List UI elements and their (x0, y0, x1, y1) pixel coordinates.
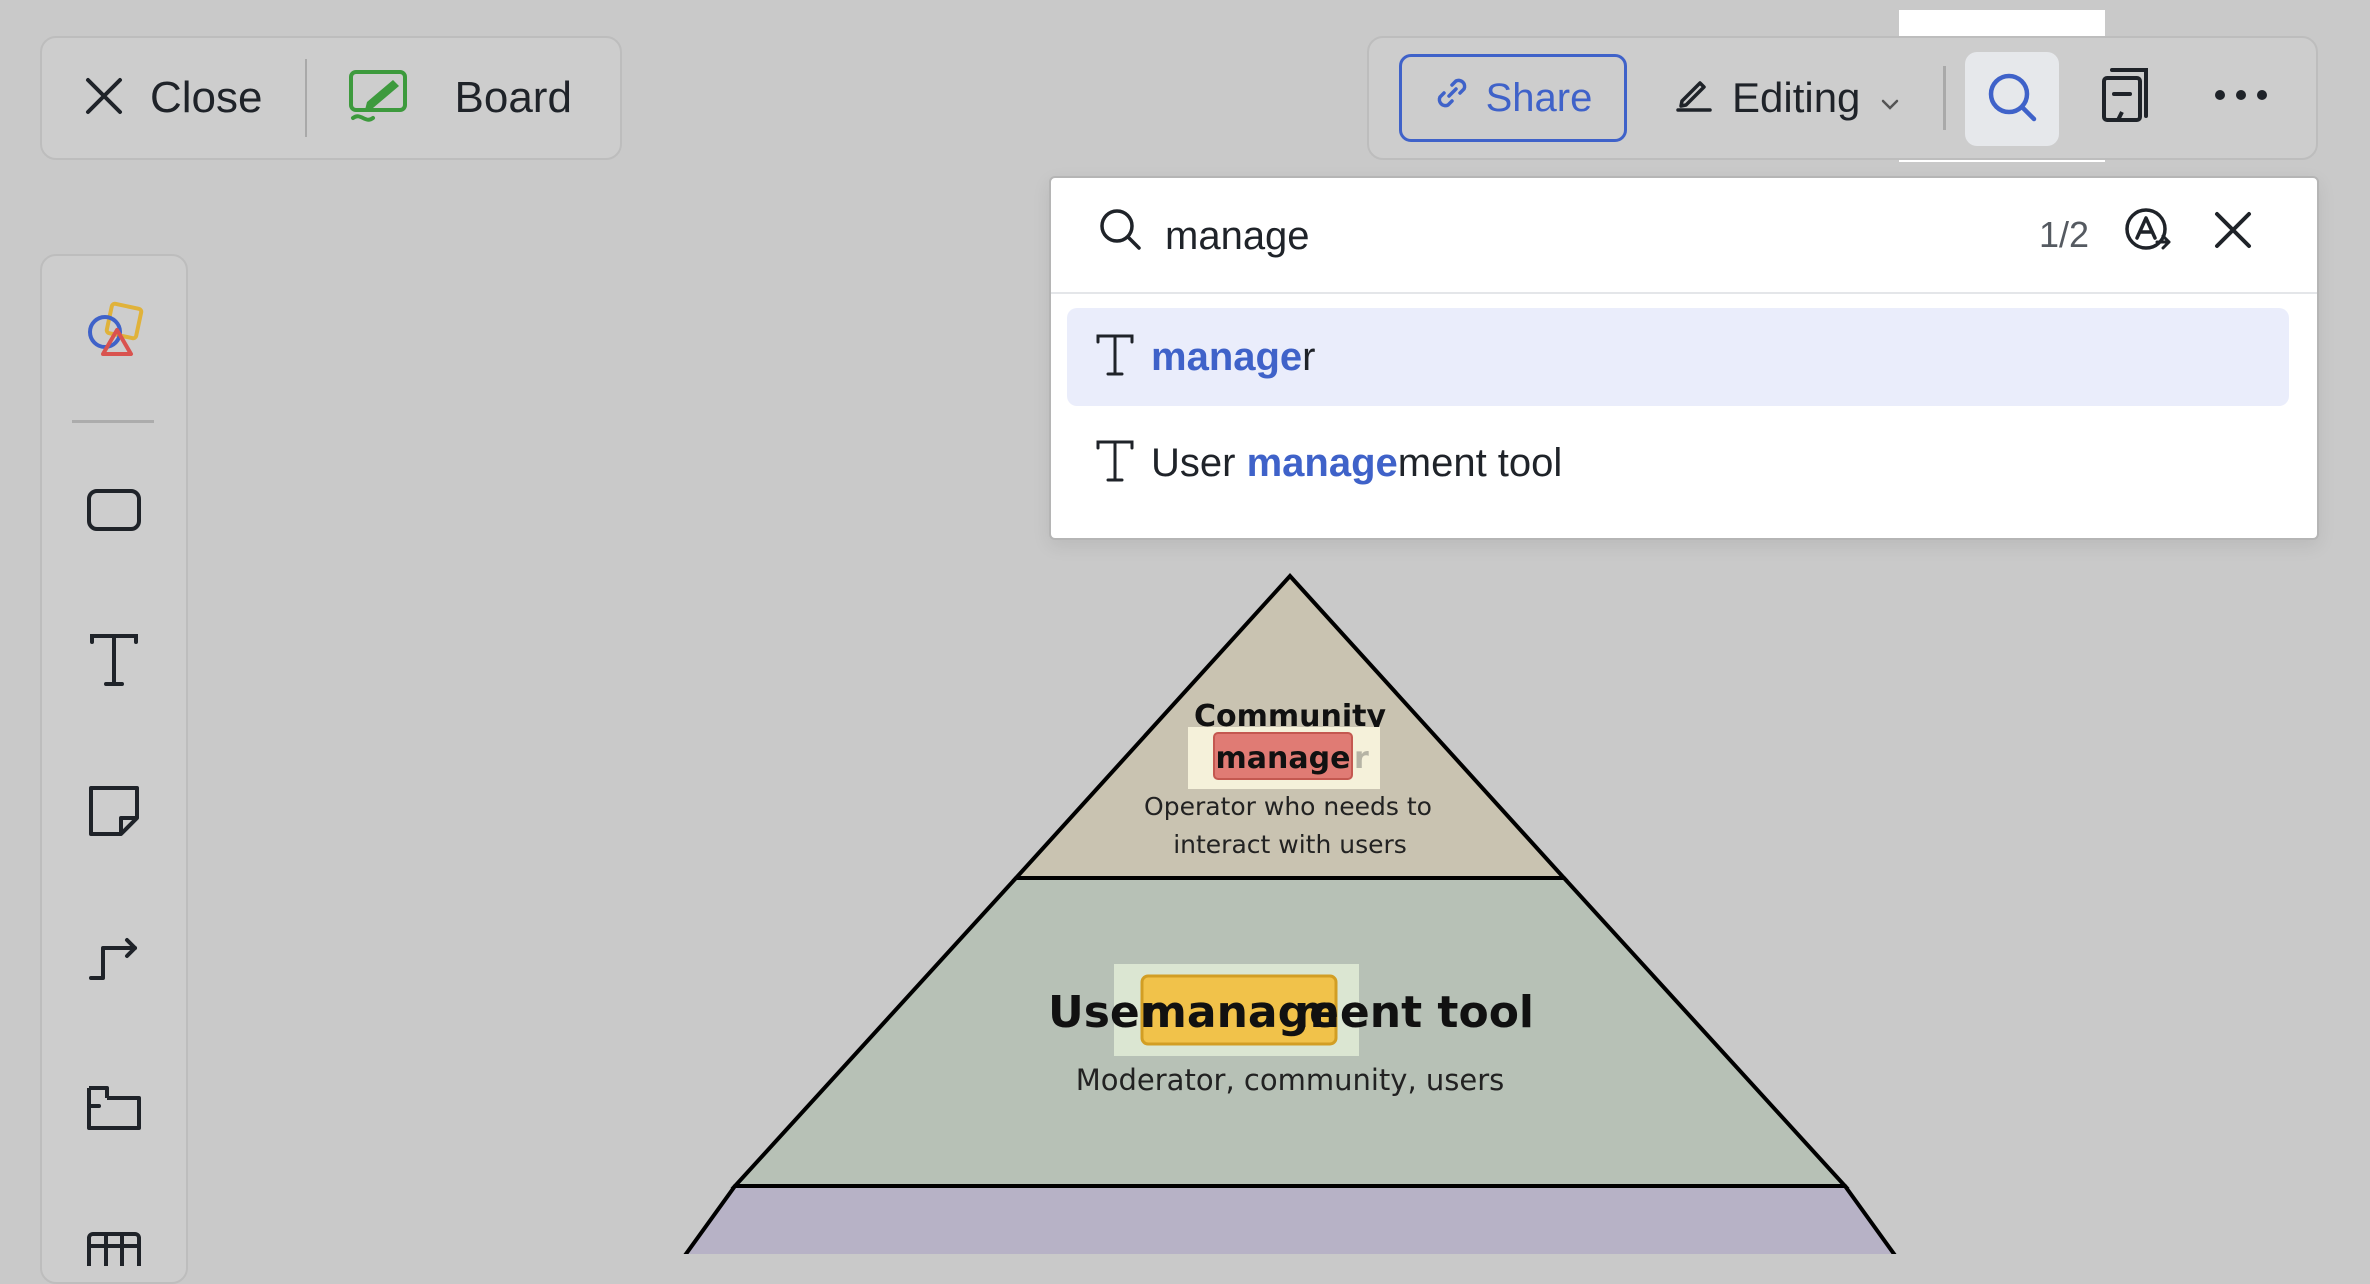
result-text-after: ment tool (1397, 440, 1563, 485)
close-search-button[interactable] (2213, 210, 2253, 255)
search-panel: 1/2 manager User management tool (1049, 176, 2319, 540)
result-match-highlight: manage (1246, 440, 1398, 485)
top-tier-description-line1: Operator who needs to (1144, 792, 1432, 821)
search-header: 1/2 (1051, 178, 2317, 294)
search-icon (1097, 206, 1143, 257)
top-tier-description-line2: interact with users (1173, 830, 1407, 859)
table-icon (86, 1226, 142, 1276)
board-button[interactable]: Board (307, 38, 572, 158)
top-tier-match-text: manage (1216, 741, 1351, 776)
result-text-before: User (1151, 440, 1247, 485)
top-tier-match-tail: r (1354, 741, 1369, 776)
editing-label: Editing (1732, 74, 1861, 121)
other-match-highlight (1140, 974, 1338, 1046)
result-match-highlight: manage (1151, 334, 1303, 379)
middle-tier-title-end: ment tool (1294, 987, 1534, 1038)
comment-icon (2100, 68, 2156, 130)
text-tool[interactable] (42, 632, 186, 693)
match-case-icon (2123, 208, 2173, 260)
match-counter: 1/2 (2039, 214, 2090, 255)
search-result-text: manager (1151, 335, 1316, 380)
search-result-text: User management tool (1151, 441, 1562, 486)
match-case-button[interactable] (2123, 206, 2173, 261)
link-icon (1434, 75, 1470, 121)
share-button[interactable]: Share (1399, 54, 1627, 142)
close-button[interactable]: Close (42, 38, 305, 158)
pencil-icon (1674, 73, 1714, 123)
middle-tier-title-start: User (1048, 987, 1162, 1038)
middle-tier-match-text: manage (1141, 987, 1339, 1038)
close-label: Close (150, 73, 263, 122)
toolbar-divider (1943, 66, 1946, 130)
close-icon (2213, 212, 2253, 254)
result-text-after: r (1302, 334, 1316, 379)
close-icon (84, 76, 124, 121)
more-options-button[interactable] (2213, 88, 2269, 107)
rectangle-tool[interactable] (42, 488, 186, 537)
rectangle-icon (86, 488, 142, 537)
top-left-toolbar: Close Board (40, 36, 622, 160)
frame-tool[interactable] (42, 1084, 186, 1137)
search-button[interactable] (1965, 52, 2059, 146)
editing-mode-dropdown[interactable]: Editing (1674, 54, 1900, 142)
text-type-icon (1095, 333, 1137, 382)
text-tool-icon (88, 632, 140, 693)
comments-button[interactable] (2100, 64, 2156, 131)
sticky-note-icon (87, 784, 141, 843)
middle-tier-description: Moderator, community, users (1076, 1063, 1505, 1097)
search-icon (1985, 70, 2039, 129)
top-right-toolbar: Share Editing (1367, 36, 2318, 160)
board-label: Board (454, 73, 572, 122)
shapes-library-icon (83, 300, 145, 367)
share-label: Share (1485, 75, 1593, 120)
more-dots-icon (2213, 89, 2269, 106)
connector-icon (87, 932, 141, 989)
frame-icon (85, 1084, 143, 1137)
text-type-icon (1095, 439, 1137, 488)
table-tool[interactable] (42, 1226, 186, 1276)
board-icon (347, 68, 411, 129)
chevron-down-icon (1880, 74, 1900, 122)
tool-palette (40, 254, 188, 1284)
whiteboard-canvas[interactable]: Community manage r Operator who needs to… (0, 0, 2370, 1254)
search-result-item[interactable]: manager (1067, 308, 2289, 406)
search-input[interactable] (1163, 206, 1967, 266)
pyramid-bottom-tier[interactable] (660, 1184, 1920, 1254)
shapes-library-tool[interactable] (42, 300, 186, 367)
sticky-note-tool[interactable] (42, 784, 186, 843)
connector-tool[interactable] (42, 932, 186, 989)
current-match-highlight (1213, 732, 1353, 780)
palette-divider (72, 420, 154, 423)
toolbar-divider (304, 59, 307, 137)
search-result-item[interactable]: User management tool (1067, 414, 2289, 512)
